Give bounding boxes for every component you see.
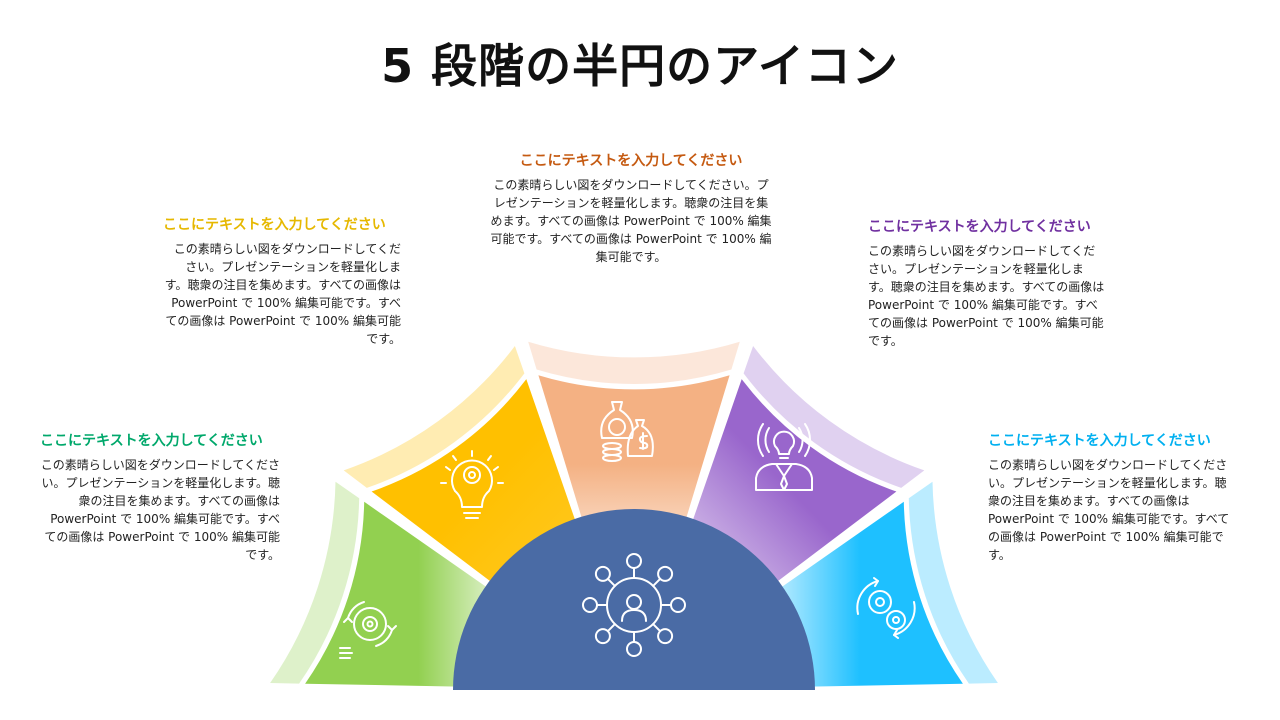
- block-heading: ここにテキストを入力してください: [40, 433, 263, 449]
- block-text: この素晴らしい図をダウンロードしてください。プレゼンテーションを軽量化します。聴…: [490, 178, 772, 264]
- network-link: [652, 623, 662, 633]
- block-text: この素晴らしい図をダウンロードしてください。プレゼンテーションを軽量化します。聴…: [868, 244, 1105, 348]
- network-node: [594, 565, 611, 582]
- segment-rim-green: [270, 481, 360, 684]
- text-block-green: ここにテキストを入力してください この素晴らしい図をダウンロードしてください。プ…: [40, 430, 280, 564]
- text-block-cyan: ここにテキストを入力してください この素晴らしい図をダウンロードしてください。プ…: [988, 430, 1236, 564]
- network-link: [606, 623, 616, 633]
- segment-rims: [270, 341, 998, 684]
- block-heading: ここにテキストを入力してください: [988, 433, 1211, 449]
- gears-cycle-icon: [856, 577, 916, 639]
- network-link: [606, 577, 616, 587]
- idea-person-icon: [755, 423, 813, 491]
- network-node: [670, 597, 686, 613]
- center-half-disc: [453, 509, 815, 690]
- segment-rim-yellow: [343, 346, 525, 488]
- network-node: [657, 628, 674, 645]
- gear-cycle-icon: [339, 601, 397, 659]
- page-title: 5 段階の半円のアイコン: [381, 39, 899, 93]
- block-heading: ここにテキストを入力してください: [868, 219, 1091, 235]
- segment-rim-purple: [743, 346, 925, 488]
- text-block-purple: ここにテキストを入力してください この素晴らしい図をダウンロードしてください。プ…: [868, 216, 1106, 350]
- network-node: [626, 553, 642, 569]
- block-heading: ここにテキストを入力してください: [163, 217, 386, 233]
- block-text: この素晴らしい図をダウンロードしてください。プレゼンテーションを軽量化します。聴…: [988, 458, 1230, 562]
- money-bags-icon: [600, 401, 654, 462]
- text-block-peach: ここにテキストを入力してください この素晴らしい図をダウンロードしてください。プ…: [490, 150, 772, 266]
- block-text: この素晴らしい図をダウンロードしてください。プレゼンテーションを軽量化します。聴…: [164, 242, 401, 346]
- segment-peach: [538, 375, 730, 553]
- text-block-yellow: ここにテキストを入力してください この素晴らしい図をダウンロードしてください。プ…: [163, 214, 401, 348]
- block-heading: ここにテキストを入力してください: [519, 153, 743, 169]
- network-node: [582, 597, 598, 613]
- network-person-icon: [582, 553, 686, 657]
- network-link: [652, 577, 662, 587]
- segment-rim-peach: [528, 341, 740, 384]
- network-node: [594, 628, 611, 645]
- segment-rim-cyan: [908, 481, 998, 684]
- lightbulb-gear-icon: [440, 450, 504, 519]
- segment-green: [305, 501, 511, 688]
- network-node: [657, 565, 674, 582]
- block-text: この素晴らしい図をダウンロードしてください。プレゼンテーションを軽量化します。聴…: [40, 458, 280, 562]
- network-node: [626, 641, 642, 657]
